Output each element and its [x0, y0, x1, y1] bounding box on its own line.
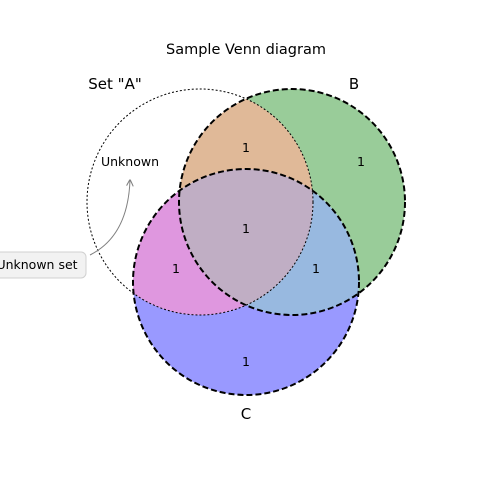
diagram-title: Sample Venn diagram — [166, 42, 326, 58]
region-a-b-label: 1 — [242, 140, 250, 155]
venn-regions — [133, 89, 405, 395]
set-b-outline — [178, 88, 406, 316]
region-c-only-label: 1 — [242, 354, 250, 369]
set-a-outline — [86, 88, 314, 316]
region-b-c-label: 1 — [312, 261, 320, 276]
set-a-label: Set "A" — [88, 75, 141, 93]
annotation-text: Unknown set — [0, 257, 78, 272]
set-c-outline — [132, 168, 360, 396]
region-a-only-label: Unknown — [101, 154, 159, 169]
set-b-label: B — [349, 75, 359, 93]
region-a-b-c — [179, 169, 313, 315]
annotation-arrow — [89, 180, 130, 256]
region-a-b-c-label: 1 — [242, 221, 250, 236]
set-c-label: C — [241, 405, 251, 423]
annotation-box — [0, 251, 87, 279]
region-a-c-label: 1 — [172, 261, 180, 276]
region-b-only-label: 1 — [357, 154, 365, 169]
